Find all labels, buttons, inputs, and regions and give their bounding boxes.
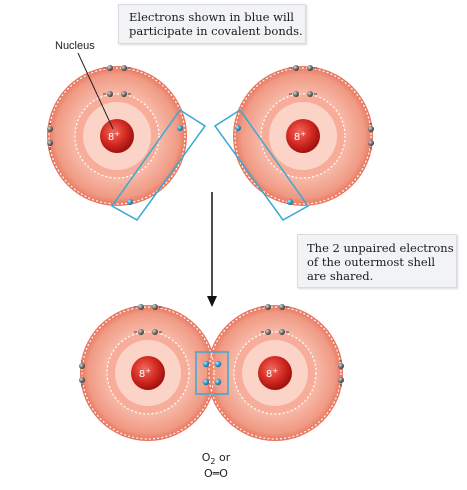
callout-line: participate in covalent bonds. <box>129 24 303 38</box>
shared-electron <box>214 360 222 368</box>
electron <box>138 329 144 335</box>
electron <box>79 363 85 369</box>
callout-unpaired-electrons: The 2 unpaired electrons of the outermos… <box>297 234 457 288</box>
callout-covalent-bonds: Electrons shown in blue will participate… <box>118 4 306 44</box>
shared-electron <box>202 378 210 386</box>
outer-shell <box>234 67 372 205</box>
electron <box>138 304 144 310</box>
reaction-arrow <box>207 192 217 307</box>
shared-electron <box>214 378 222 386</box>
callout-line: Electrons shown in blue will <box>129 10 294 24</box>
electron <box>47 140 53 146</box>
oxygen-atom-top-left: 8+ <box>47 65 187 206</box>
nucleus-charge-label: 8+ <box>139 367 151 380</box>
electron <box>79 377 85 383</box>
formula-line-1: O2 or <box>201 451 231 467</box>
callout-line: are shared. <box>307 269 374 283</box>
shared-electron <box>202 360 210 368</box>
molecule-formula: O2 or O═O <box>196 452 236 480</box>
nucleus-charge-label: 8+ <box>294 130 306 143</box>
nucleus-pointer-line <box>77 52 114 130</box>
nucleus-charge-label: 8+ <box>266 367 278 380</box>
formula-line-2: O═O <box>204 467 228 481</box>
electron <box>368 140 374 146</box>
oxygen-atom-top-right: 8+ <box>233 65 374 206</box>
shared-electrons-highlight-left <box>110 108 207 221</box>
nucleus-left <box>131 356 165 390</box>
electron <box>338 363 344 369</box>
outer-shell <box>48 67 186 205</box>
callout-line: of the outermost shell <box>307 255 436 269</box>
shared-pair-box <box>195 351 229 395</box>
electron <box>338 377 344 383</box>
electron <box>265 304 271 310</box>
electron <box>293 91 299 97</box>
shared-electron <box>177 125 183 131</box>
electron <box>47 126 53 132</box>
electron <box>279 304 285 310</box>
electron <box>368 126 374 132</box>
electron <box>265 329 271 335</box>
electron <box>307 65 313 71</box>
electron <box>121 91 127 97</box>
electron <box>307 91 313 97</box>
callout-line: The 2 unpaired electrons <box>307 241 454 255</box>
electron <box>152 304 158 310</box>
electron <box>121 65 127 71</box>
nucleus <box>100 119 134 153</box>
electron <box>152 329 158 335</box>
nucleus-right <box>258 356 292 390</box>
outer-shell-right <box>208 306 342 440</box>
shared-electron <box>287 199 293 205</box>
nucleus-label: Nucleus <box>55 40 95 52</box>
outer-shell-left <box>81 306 215 440</box>
oxygen-molecule: 8+ 8+ <box>79 304 344 441</box>
electron <box>107 65 113 71</box>
electron <box>293 65 299 71</box>
shared-electrons-highlight-right <box>213 108 310 221</box>
shared-electron <box>127 199 133 205</box>
electron <box>107 91 113 97</box>
electron <box>279 329 285 335</box>
nucleus-charge-label: 8+ <box>108 130 120 143</box>
shared-electron <box>235 125 241 131</box>
nucleus <box>286 119 320 153</box>
